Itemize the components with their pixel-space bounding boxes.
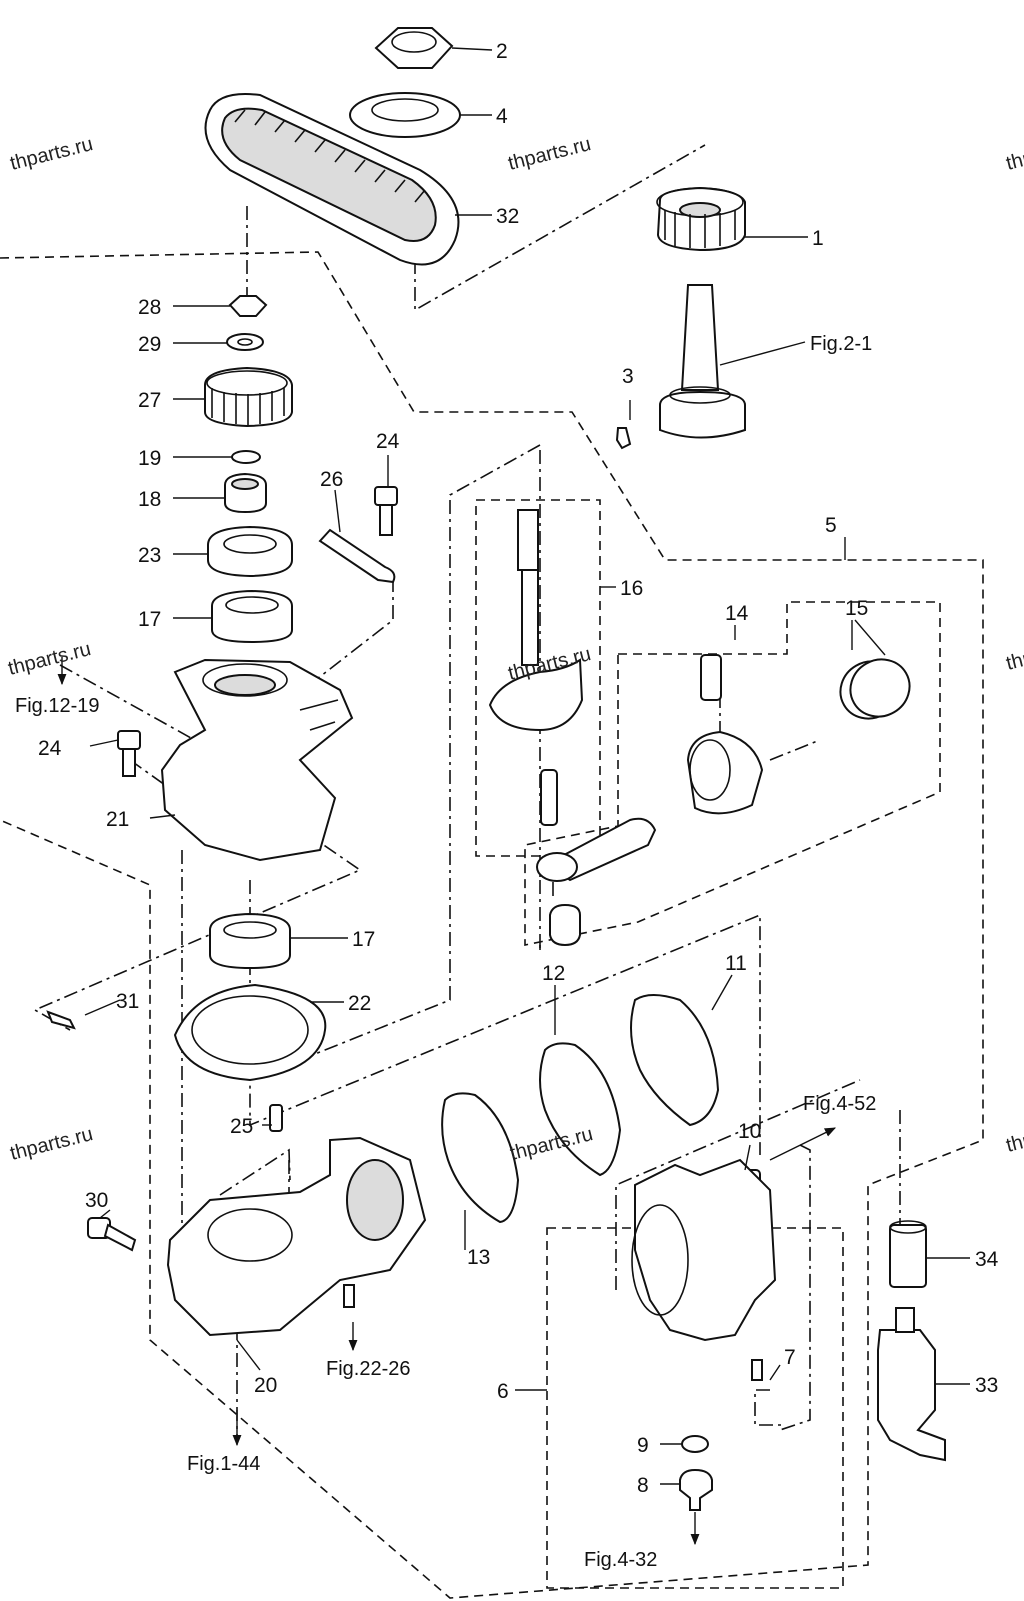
watermark: thparts.ru <box>6 638 93 680</box>
piston-pin-14 <box>700 654 722 701</box>
callout-5: 5 <box>825 514 837 537</box>
fig-ref-1-44: Fig.1-44 <box>187 1453 260 1475</box>
callout-26: 26 <box>320 468 343 491</box>
callout-28: 28 <box>138 296 161 319</box>
callout-14: 14 <box>725 602 749 625</box>
callout-21: 21 <box>106 808 129 831</box>
watermark: thparts.ru <box>506 133 593 175</box>
callout-31: 31 <box>116 990 139 1013</box>
callout-27: 27 <box>138 389 161 412</box>
oil-seal-23 <box>207 525 293 578</box>
callout-24-lower: 24 <box>38 737 62 760</box>
callout-15: 15 <box>845 597 868 620</box>
bolt-24-lower <box>117 730 141 777</box>
plate-12 <box>539 1042 622 1177</box>
connecting-rod <box>536 817 657 882</box>
leader-lines <box>84 47 970 1485</box>
drive-pulley-1 <box>656 186 746 252</box>
washer-19 <box>231 450 261 464</box>
callout-1: 1 <box>812 227 824 250</box>
callout-32: 32 <box>496 205 519 228</box>
bushing-18 <box>224 472 267 514</box>
fig-ref-2-1: Fig.2-1 <box>810 333 872 355</box>
watermark: thparts.ru <box>8 133 95 175</box>
timing-belt-32 <box>204 93 460 266</box>
washer-29 <box>226 333 264 351</box>
gasket-22 <box>173 983 327 1082</box>
watermark: thparts.ru <box>8 1123 95 1165</box>
callout-12: 12 <box>542 962 565 985</box>
drive-shaft-assembly <box>659 284 746 439</box>
crankshaft-group-boundary <box>475 499 601 857</box>
callout-29: 29 <box>138 333 161 356</box>
needle-bearing <box>549 903 581 947</box>
pump-housing-6 <box>631 1158 777 1381</box>
callout-23: 23 <box>138 544 161 567</box>
watermark: thparts.ru <box>1004 633 1024 675</box>
fig-ref-12-19: Fig.12-19 <box>15 695 100 717</box>
nut-2 <box>374 27 454 69</box>
piston <box>686 730 764 815</box>
gasket-13 <box>441 1092 520 1224</box>
nut-28 <box>228 295 268 317</box>
callout-17-upper: 17 <box>138 608 161 631</box>
figure-references: Fig.2-1 Fig.12-19 Fig.4-52 Fig.22-26 Fig… <box>15 333 876 1571</box>
callout-7: 7 <box>784 1346 796 1369</box>
callout-13: 13 <box>467 1246 490 1269</box>
washer-4 <box>349 92 461 138</box>
nipple-8 <box>679 1468 713 1511</box>
callout-19: 19 <box>138 447 161 470</box>
callout-2: 2 <box>496 40 508 63</box>
callout-25: 25 <box>230 1115 253 1138</box>
callout-9: 9 <box>637 1434 649 1457</box>
watermark: thparts.ru <box>1004 1115 1024 1157</box>
crankshaft-16 <box>488 509 584 826</box>
gear-27 <box>204 366 293 428</box>
fig-ref-22-26: Fig.22-26 <box>326 1358 411 1380</box>
bolt-30 <box>87 1217 137 1252</box>
woodruff-key-3 <box>615 427 632 450</box>
main-assembly-boundary <box>0 251 984 1599</box>
piston-group-boundary <box>524 601 941 946</box>
callout-11: 11 <box>725 952 747 975</box>
housing-20 <box>166 1136 427 1337</box>
bearing-17-upper <box>211 589 293 644</box>
callout-33: 33 <box>975 1374 998 1397</box>
callout-18: 18 <box>138 488 161 511</box>
callout-3: 3 <box>622 365 634 388</box>
callout-20: 20 <box>254 1374 277 1397</box>
callout-8: 8 <box>637 1474 649 1497</box>
watermarks: thparts.ru thparts.ru thparts.ru thparts… <box>6 133 1024 1165</box>
gasket-11 <box>630 994 720 1127</box>
callout-10: 10 <box>738 1120 761 1143</box>
filter-33 <box>877 1307 946 1462</box>
fig-ref-4-32: Fig.4-32 <box>584 1549 657 1571</box>
pin-25 <box>269 1104 283 1132</box>
callout-22: 22 <box>348 992 371 1015</box>
sleeve-34 <box>889 1220 927 1288</box>
callout-labels: 2 4 32 1 3 28 29 27 19 18 23 17 24 26 5 … <box>38 40 999 1497</box>
pump-assembly-boundary <box>546 1227 844 1589</box>
callout-4: 4 <box>496 105 508 128</box>
gear-case-21 <box>160 658 354 862</box>
watermark: thparts.ru <box>1004 133 1024 175</box>
pin-31 <box>46 1010 76 1030</box>
callout-17-lower: 17 <box>352 928 375 951</box>
callout-6: 6 <box>497 1380 509 1403</box>
callout-24-upper: 24 <box>376 430 400 453</box>
piston-rings-15 <box>839 658 911 720</box>
reference-arrows <box>57 657 837 1546</box>
bolt-24-upper <box>374 486 398 536</box>
callout-34: 34 <box>975 1248 999 1271</box>
bearing-17-lower <box>209 912 291 970</box>
fig-ref-4-52: Fig.4-52 <box>803 1093 876 1115</box>
callout-16: 16 <box>620 577 643 600</box>
washer-9 <box>681 1435 709 1453</box>
dowel-26 <box>318 528 396 584</box>
callout-30: 30 <box>85 1189 108 1212</box>
